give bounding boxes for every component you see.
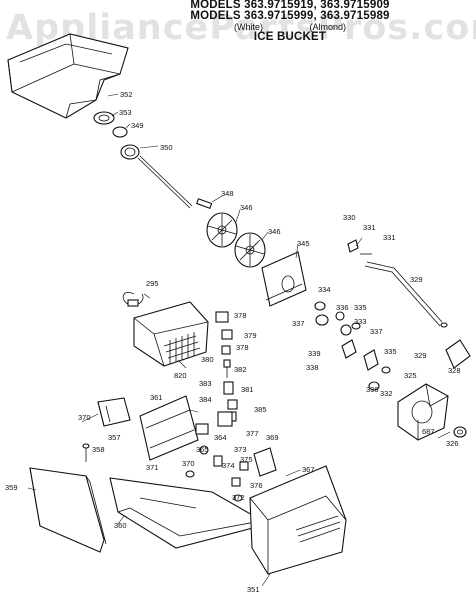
label-379: 379: [244, 331, 257, 340]
label-376: 376: [250, 481, 263, 490]
pin: [196, 198, 213, 209]
label-360: 360: [114, 521, 127, 530]
label-338: 338: [306, 363, 319, 372]
label-378-a: 378: [234, 311, 247, 320]
small-stack-parts: [215, 311, 233, 378]
label-329-a: 329: [410, 275, 423, 284]
label-328: 328: [448, 366, 461, 375]
variant-white: (White): [233, 22, 263, 32]
leader-lines: [27, 93, 451, 587]
label-375: 375: [240, 455, 253, 464]
linkage-cluster: [314, 301, 471, 391]
collar: [112, 126, 128, 138]
label-345: 345: [297, 239, 310, 248]
label-365: 365: [196, 445, 209, 454]
label-383: 383: [199, 379, 212, 388]
label-332: 332: [380, 389, 393, 398]
ice-maker-body: [133, 301, 209, 367]
crusher-blade-1: [206, 212, 238, 248]
label-358: 358: [92, 445, 105, 454]
label-348: 348: [221, 189, 234, 198]
crusher-blade-2: [234, 232, 266, 268]
label-353: 353: [119, 108, 132, 117]
linkage-parts: [347, 239, 448, 328]
models-line-1: MODELS 363.9715919, 363.9715909: [190, 0, 390, 11]
label-331-a: 331: [363, 223, 376, 232]
label-334: 334: [318, 285, 331, 294]
label-385: 385: [254, 405, 267, 414]
base-tray: [109, 477, 270, 549]
label-381: 381: [241, 385, 254, 394]
wire-harness: [122, 292, 144, 307]
label-339: 339: [308, 349, 321, 358]
label-367: 367: [302, 465, 315, 474]
label-329-b: 329: [414, 351, 427, 360]
label-369: 369: [266, 433, 279, 442]
label-371: 371: [146, 463, 159, 472]
label-349: 349: [131, 121, 144, 130]
label-384: 384: [199, 395, 212, 404]
front-panel: [29, 467, 107, 553]
lower-cluster: [185, 445, 249, 502]
label-333: 333: [354, 317, 367, 326]
label-325: 325: [404, 371, 417, 380]
label-374: 374: [222, 461, 235, 470]
ice-bucket: [7, 33, 129, 119]
label-337-b: 337: [370, 327, 383, 336]
diagram-header: MODELS 363.9715919, 363.9715909 MODELS 3…: [0, 0, 476, 43]
assembly-title: ICE BUCKET: [253, 31, 327, 43]
mounting-plate: [261, 251, 307, 307]
label-687: 687: [422, 427, 435, 436]
label-336-b: 336: [366, 385, 379, 394]
label-336-a: 336: [336, 303, 349, 312]
bracket-plate: [139, 395, 199, 461]
label-326: 326: [446, 439, 459, 448]
variant-almond: (Almond): [309, 22, 347, 32]
auger-ring: [93, 111, 115, 125]
label-346-a: 346: [240, 203, 253, 212]
auger-shaft: [120, 144, 193, 209]
part-labels: 352 353 349 350 348 346 346 345 330 331 …: [5, 90, 461, 594]
label-370-a: 370: [78, 413, 91, 422]
label-380: 380: [201, 355, 214, 364]
label-357: 357: [108, 433, 121, 442]
label-372: 372: [232, 493, 245, 502]
label-335-b: 335: [384, 347, 397, 356]
label-373: 373: [234, 445, 247, 454]
label-370-b: 370: [182, 459, 195, 468]
label-359: 359: [5, 483, 18, 492]
label-295: 295: [146, 279, 159, 288]
label-335-a: 335: [354, 303, 367, 312]
color-variants: (White) (Almond): [52, 22, 476, 32]
switch-block: [97, 397, 131, 427]
label-378-b: 378: [236, 343, 249, 352]
front-cover: [249, 465, 347, 575]
crusher-motor: [397, 383, 449, 441]
label-337-a: 337: [292, 319, 305, 328]
label-820: 820: [174, 371, 187, 380]
label-352: 352: [120, 90, 133, 99]
label-361: 361: [150, 393, 163, 402]
label-351: 351: [247, 585, 260, 594]
label-330: 330: [343, 213, 356, 222]
models-line-2: MODELS 363.9715999, 363.9715989: [190, 10, 390, 22]
label-346-b: 346: [268, 227, 281, 236]
label-350: 350: [160, 143, 173, 152]
screw: [82, 443, 90, 462]
nut: [453, 426, 467, 438]
label-382: 382: [234, 365, 247, 374]
label-331-b: 331: [383, 233, 396, 242]
label-377: 377: [246, 429, 259, 438]
label-364: 364: [214, 433, 227, 442]
right-mechanism-parts: [195, 411, 277, 477]
